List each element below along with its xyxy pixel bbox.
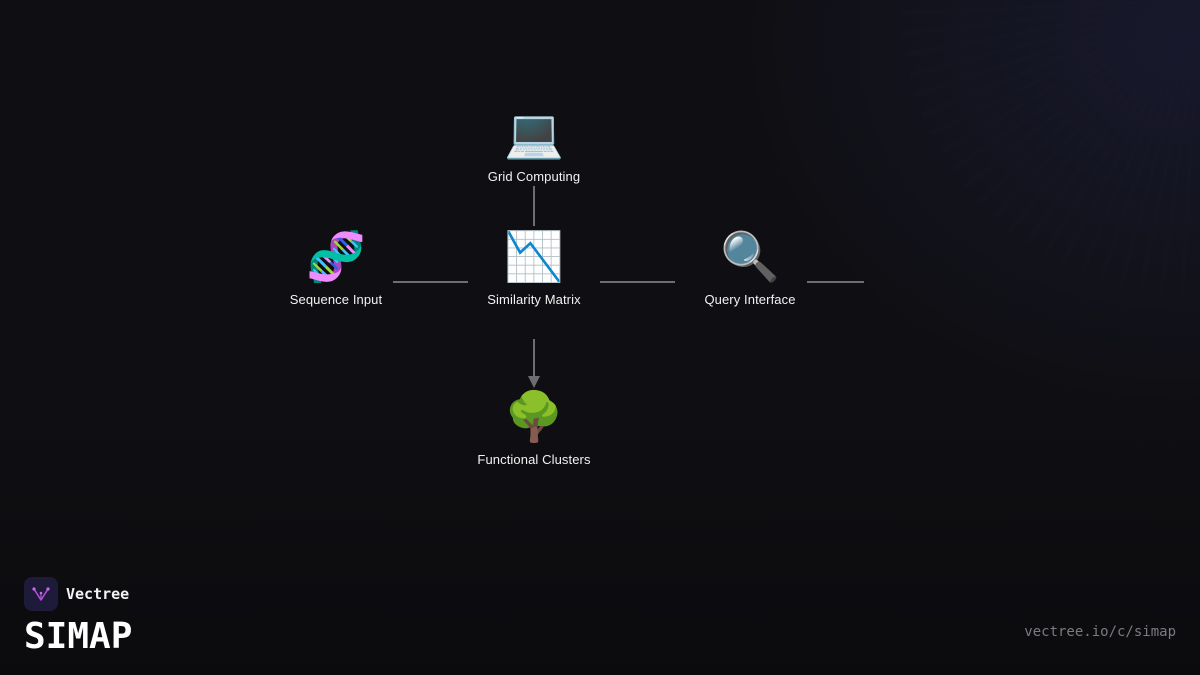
node-label: Sequence Input: [289, 292, 383, 307]
brand-name: Vectree: [66, 585, 130, 603]
magnifying-glass-icon: 🔍: [720, 231, 780, 284]
dna-icon: 🧬: [306, 231, 366, 284]
node-query-interface: 🔍 Query Interface: [660, 230, 840, 307]
chart-decreasing-icon: 📉: [504, 231, 564, 284]
node-label: Similarity Matrix: [487, 292, 581, 307]
node-label: Query Interface: [704, 292, 796, 307]
vectree-logo-icon: [24, 577, 58, 611]
source-url[interactable]: vectree.io/c/simap: [1024, 624, 1176, 640]
node-label: Functional Clusters: [477, 452, 591, 467]
node-grid-computing: 💻 Grid Computing: [444, 107, 624, 184]
node-sequence-input: 🧬 Sequence Input: [246, 230, 426, 307]
node-label: Grid Computing: [487, 169, 581, 184]
laptop-icon: 💻: [504, 108, 564, 161]
product-title: SIMAP: [24, 616, 133, 657]
tree-icon: 🌳: [504, 391, 564, 444]
node-functional-clusters: 🌳 Functional Clusters: [444, 390, 624, 467]
node-similarity-matrix: 📉 Similarity Matrix: [444, 230, 624, 307]
brand-block: Vectree SIMAP: [24, 577, 132, 657]
